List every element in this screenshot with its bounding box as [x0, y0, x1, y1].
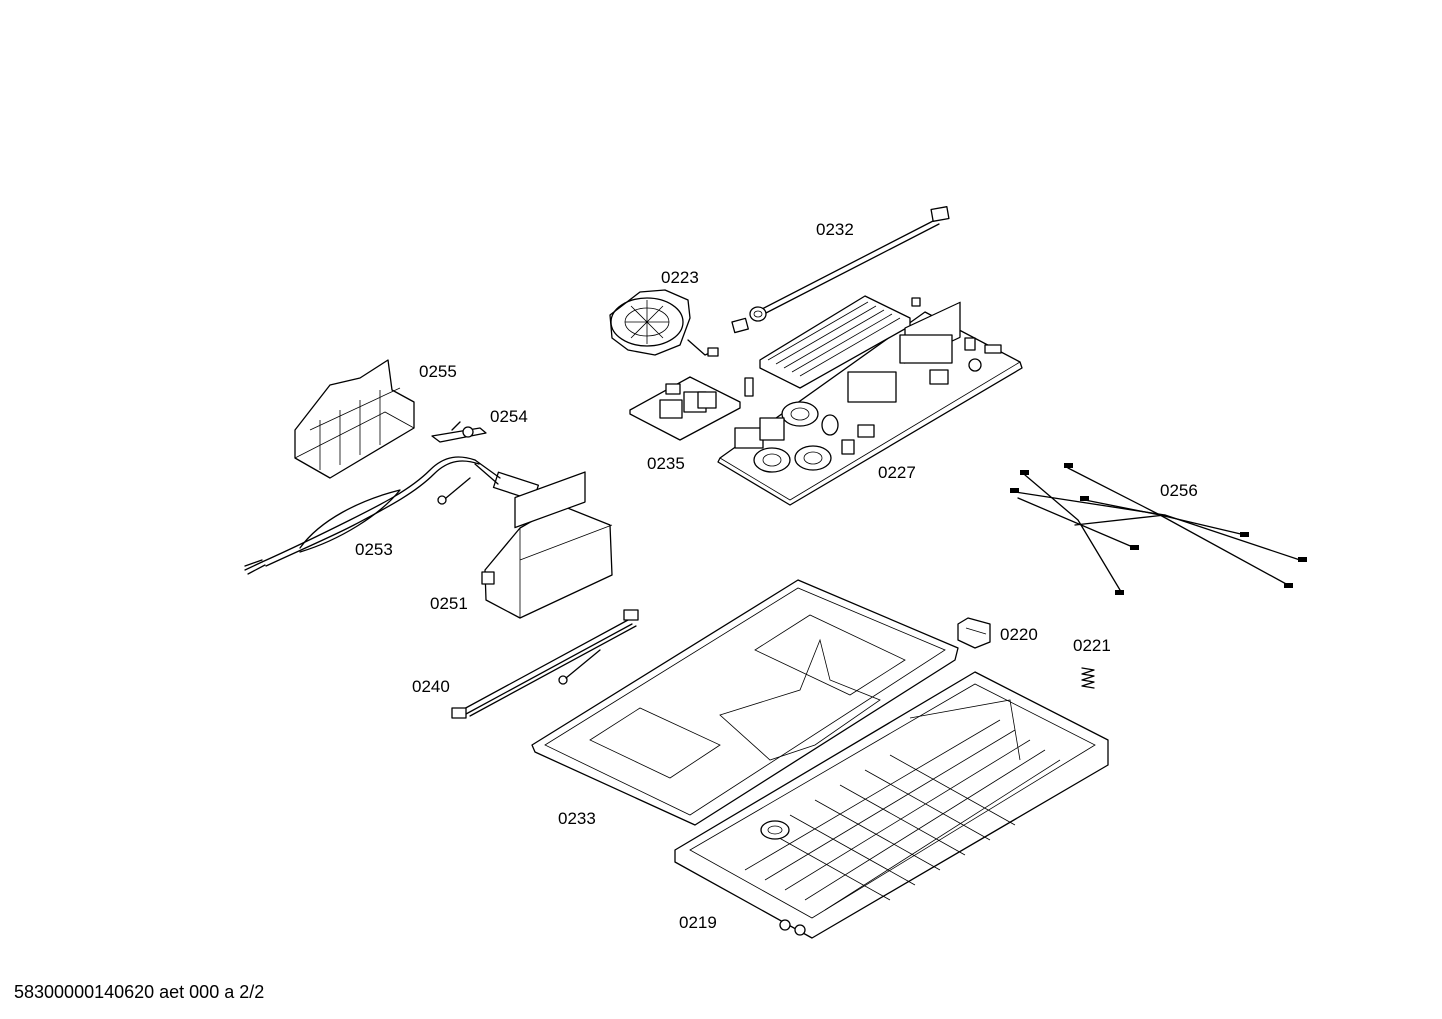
label-0256: 0256	[1160, 481, 1198, 500]
label-0254: 0254	[490, 407, 528, 426]
label-0255: 0255	[419, 362, 457, 381]
part-0255-bracket[interactable]	[294, 359, 415, 479]
part-0219-housing[interactable]	[674, 671, 1109, 939]
part-0251-relay-box[interactable]	[481, 471, 613, 619]
part-0235-small-board[interactable]	[629, 376, 754, 441]
part-0221-spring[interactable]	[1081, 667, 1095, 689]
label-0233: 0233	[558, 809, 596, 828]
part-0223-fan[interactable]	[609, 289, 719, 357]
label-0253: 0253	[355, 540, 393, 559]
part-0227-main-board[interactable]	[717, 295, 1023, 506]
part-0233-tray[interactable]	[531, 579, 959, 826]
part-0253-cable[interactable]	[244, 456, 540, 575]
label-0232: 0232	[816, 220, 854, 239]
label-0219: 0219	[679, 913, 717, 932]
label-0223: 0223	[661, 268, 699, 287]
document-code: 58300000140620 aet 000 a 2/2	[14, 982, 265, 1002]
label-0227: 0227	[878, 463, 916, 482]
part-0232-cable[interactable]	[731, 206, 950, 334]
label-0235: 0235	[647, 454, 685, 473]
part-0240-cable[interactable]	[451, 609, 639, 719]
part-0254-clip[interactable]	[431, 421, 487, 443]
label-0240: 0240	[412, 677, 450, 696]
label-0251: 0251	[430, 594, 468, 613]
label-0220: 0220	[1000, 625, 1038, 644]
label-0221: 0221	[1073, 636, 1111, 655]
part-0256-wires[interactable]	[1010, 463, 1307, 595]
part-0220-holder[interactable]	[957, 617, 991, 649]
